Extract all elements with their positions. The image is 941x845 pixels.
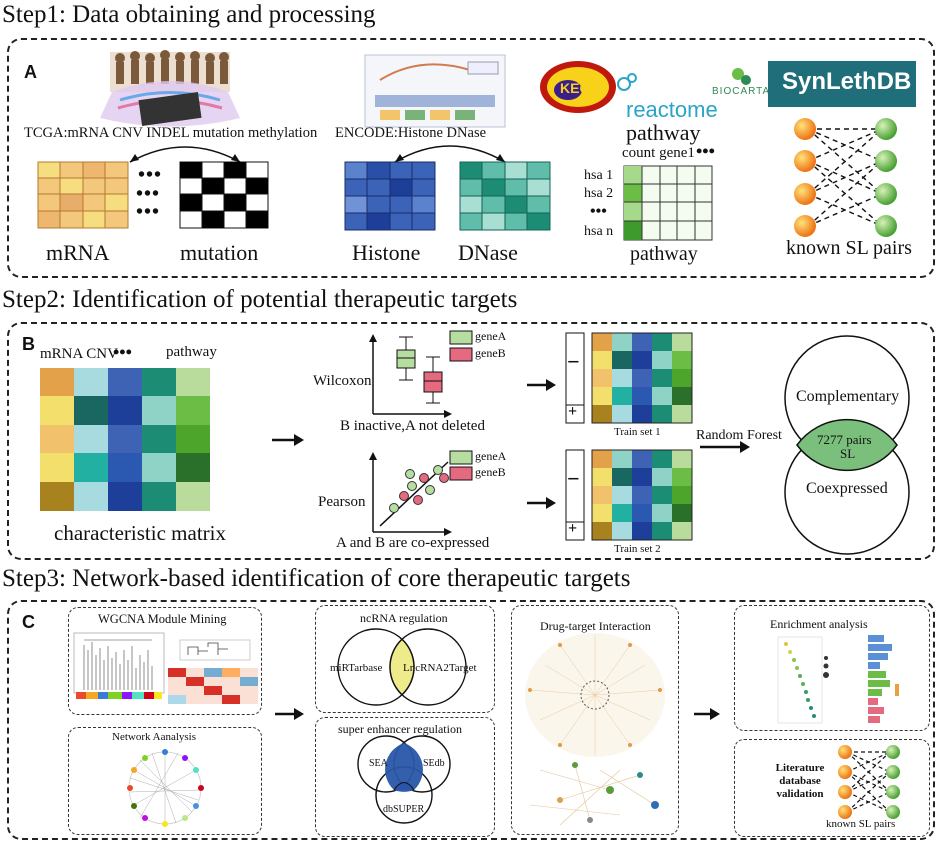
pathway-header-dots: ••• [696,141,715,161]
pathway-header: count gene1 [622,145,695,161]
sedb-label: SEdb [423,758,445,769]
step2-heading: Step2: Identification of potential thera… [2,286,518,313]
literature-box [734,739,930,837]
sea-label: SEA [369,758,388,769]
histone-label: Histone [352,240,421,265]
wilcoxon-caption: B inactive,A not deleted [340,418,485,434]
pathway-title: pathway [626,120,701,145]
mirtarbase-label: miRTarbase [330,662,383,674]
network-analysis-box [68,727,262,835]
venn-coexpressed: Coexpressed [806,480,888,497]
matrix-header-dots: ••• [113,342,132,362]
enrichment-box [734,605,930,731]
mrna-label: mRNA [46,240,110,265]
panel-c [7,600,935,840]
step1-heading: Step1: Data obtaining and processing [2,1,376,28]
wgcna-box [68,607,262,715]
pathway-row-4: hsa n [584,224,614,239]
tcga-label: TCGA:mRNA CNV INDEL mutation methylation [24,125,318,141]
pearson-label: Pearson [318,494,366,510]
kegg-logo-text: KEGG [560,80,602,96]
panel-c-letter: C [22,612,35,632]
mutation-label: mutation [180,240,259,265]
panel-b-letter: B [22,334,35,354]
biocarta-logo-text: BIOCARTA [712,86,771,97]
panel-a-letter: A [24,62,37,82]
panel-b [7,322,935,560]
train-set-2-label: Train set 2 [614,543,661,555]
matrix-caption: characteristic matrix [54,521,226,545]
reactome-logo-text: reactome [626,97,718,122]
wgcna-title: WGCNA Module Mining [98,612,227,626]
synlethdb-logo-text: SynLethDB [782,68,912,95]
drug-target-title: Drug-target Interaction [540,619,651,633]
pearson-legend-b: geneB [475,465,506,479]
train1-plus: + [568,403,578,420]
pathway-row-3: ••• [590,203,607,220]
matrix-header: mRNA CNV [40,346,118,362]
train2-plus: + [568,520,578,537]
pathway-bottom-label: pathway [630,243,698,265]
drug-target-box [511,605,679,835]
dbsuper-label: dbSUPER [383,804,425,815]
literature-title: Literature database validation [775,762,825,800]
panel-a [7,38,935,278]
pathway-row-1: hsa 1 [584,168,614,183]
pearson-caption: A and B are co-expressed [336,535,490,551]
lncrna2target-label: LncRNA2Target [403,662,477,674]
train1-minus: − [567,349,580,374]
step3-heading: Step3: Network-based identification of c… [2,565,631,592]
mrna-dots-3: ••• [136,201,161,223]
train-set-1-label: Train set 1 [614,426,661,438]
synlethdb-logo [768,61,916,107]
known-sl-pairs-a: known SL pairs [786,237,912,259]
pathway-row-2: hsa 2 [584,186,614,201]
matrix-header-pathway: pathway [166,344,217,360]
venn-overlap-line2: SL [840,446,856,461]
network-analysis-title: Network Aanalysis [112,731,197,743]
mrna-dots-2: ••• [136,183,161,205]
train2-minus: − [567,466,580,491]
pearson-legend-a: geneA [475,449,507,463]
enrichment-title: Enrichment analysis [770,617,868,631]
encode-label: ENCODE:Histone DNase [335,125,487,141]
wilcoxon-legend-b: geneB [475,346,506,360]
mrna-dots: ••• [138,164,163,186]
known-sl-pairs-c: known SL pairs [826,818,896,830]
wilcoxon-legend-a: geneA [475,329,507,343]
super-enhancer-box [315,717,495,837]
super-enhancer-title: super enhancer regulation [338,722,462,736]
ncrna-box [315,605,495,713]
venn-complementary: Complementary [796,388,900,405]
dnase-label: DNase [458,240,518,265]
wilcoxon-label: Wilcoxon [313,373,372,389]
random-forest-label: Random Forest [696,428,782,443]
ncrna-title: ncRNA regulation [360,611,448,625]
venn-overlap-line1: 7277 pairs [817,432,872,447]
